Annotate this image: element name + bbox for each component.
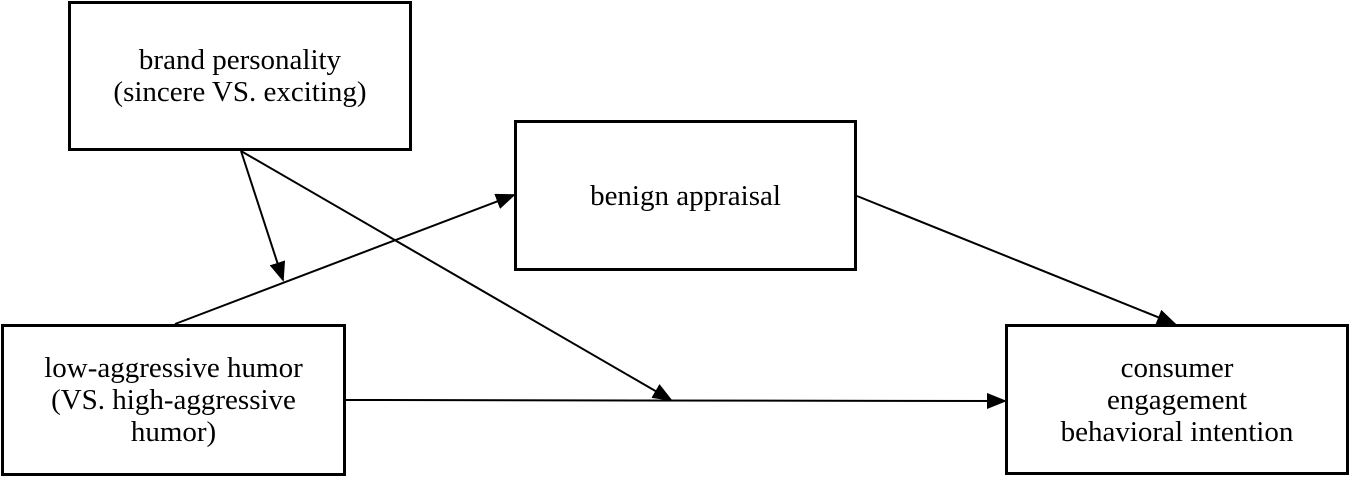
node-benign-appraisal-label: benign appraisal xyxy=(590,180,781,212)
node-brand-personality: brand personality (sincere VS. exciting) xyxy=(68,1,412,151)
arrow-humor-to-benign-appraisal xyxy=(174,193,516,325)
node-text-line: brand personality xyxy=(138,44,342,76)
node-text-line: (VS. high-aggressive xyxy=(51,384,296,416)
node-text-line: low-aggressive humor xyxy=(44,352,303,384)
node-text-line: humor) xyxy=(130,416,217,448)
node-text-line: (sincere VS. exciting) xyxy=(113,76,367,108)
node-benign-appraisal: benign appraisal xyxy=(514,120,857,271)
node-humor: low-aggressive humor (VS. high-aggressiv… xyxy=(1,324,346,476)
node-consumer-engagement: consumer engagement behavioral intention xyxy=(1005,324,1349,475)
arrow-benign-appraisal-to-consumer-engagement xyxy=(856,195,1177,325)
node-text-line: consumer xyxy=(1120,351,1234,384)
node-humor-label: low-aggressive humor (VS. high-aggressiv… xyxy=(44,352,303,448)
node-brand-personality-label: brand personality (sincere VS. exciting) xyxy=(113,44,366,108)
node-consumer-engagement-label: consumer engagement behavioral intention xyxy=(1061,352,1294,448)
node-text-line: engagement xyxy=(1106,383,1248,416)
arrow-humor-to-consumer-engagement xyxy=(345,392,1007,409)
arrow-brand-moderation-benign-path xyxy=(240,150,286,282)
node-text-line: behavioral intention xyxy=(1060,415,1294,448)
arrow-brand-moderation-direct-path xyxy=(240,150,673,402)
node-text-line: benign appraisal xyxy=(590,179,781,212)
